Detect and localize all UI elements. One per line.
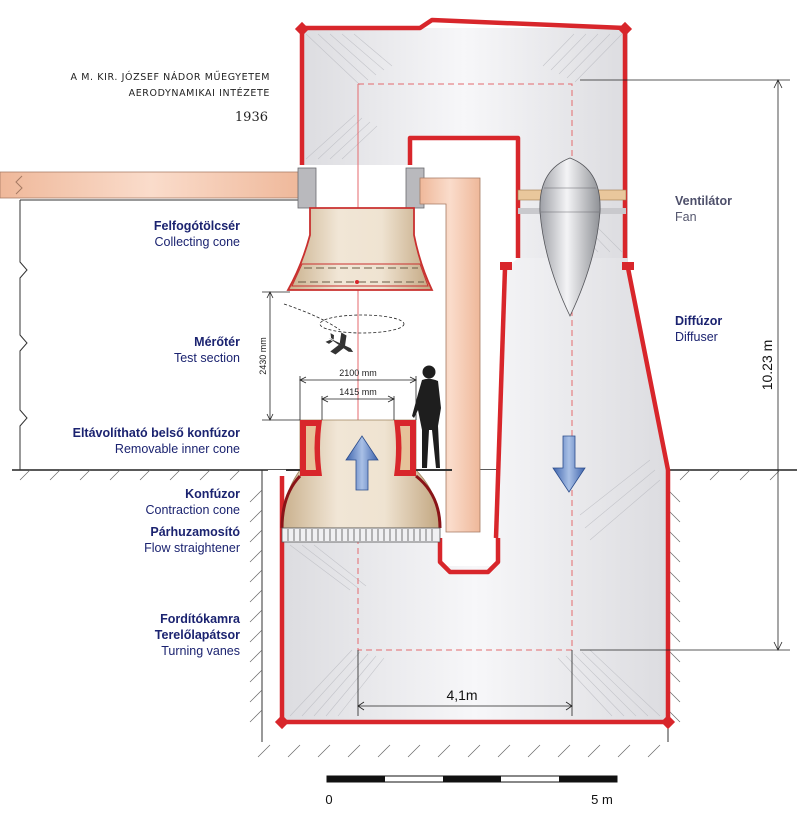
dim-test-height: 2430 mm xyxy=(258,337,268,375)
test-section xyxy=(283,303,405,355)
label-straightener-en: Flow straightener xyxy=(144,541,240,555)
label-collecting-cone-en: Collecting cone xyxy=(155,235,241,249)
left-building xyxy=(19,199,300,470)
dim-outer-diameter: 2100 mm xyxy=(339,368,377,378)
label-diffuser-en: Diffuser xyxy=(675,330,718,344)
bypass-pipe xyxy=(419,177,481,533)
label-collecting-cone-hu: Felfogótölcsér xyxy=(154,219,240,233)
airplane-icon xyxy=(325,332,354,355)
label-turning-en: Turning vanes xyxy=(161,644,240,658)
fan-hub-icon xyxy=(517,157,627,317)
label-turning-hu-2: Terelőlapátsor xyxy=(155,628,240,642)
label-removable-cone-en: Removable inner cone xyxy=(115,442,240,456)
dim-inner-diameter: 1415 mm xyxy=(339,387,377,397)
dimension-labels: 10.23 m 2430 mm 2100 mm 1415 mm 4,1m xyxy=(258,337,775,703)
person-silhouette-icon xyxy=(412,365,441,468)
label-test-section-en: Test section xyxy=(174,351,240,365)
label-straightener-hu: Párhuzamosító xyxy=(150,525,240,539)
ground-hatching xyxy=(19,469,781,758)
component-labels-right: Ventilátor Fan Diffúzor Diffuser xyxy=(675,194,732,344)
label-diffuser-hu: Diffúzor xyxy=(675,314,722,328)
collecting-cone xyxy=(286,167,434,291)
label-fan-hu: Ventilátor xyxy=(675,194,732,208)
wall-flanges xyxy=(274,21,676,730)
dim-total-height: 10.23 m xyxy=(759,340,775,391)
label-contraction-en: Contraction cone xyxy=(145,503,240,517)
header-year: 1936 xyxy=(235,110,268,125)
component-labels-left: Felfogótölcsér Collecting cone Mérőtér T… xyxy=(73,219,241,658)
straightener-cells xyxy=(287,529,433,541)
header-line-2: AERODYNAMIKAI INTÉZETE xyxy=(129,87,270,99)
dim-bottom-width: 4,1m xyxy=(446,687,477,703)
inlet-pipe xyxy=(0,171,303,199)
header-line-1: A M. KIR. JÓZSEF NÁDOR MŰEGYETEM xyxy=(71,71,270,83)
flow-up-arrow-icon xyxy=(345,435,379,491)
dimension-lines xyxy=(262,79,790,716)
flow-down-arrow-icon xyxy=(552,435,586,493)
scale-end: 5 m xyxy=(591,792,613,807)
label-contraction-hu: Konfúzor xyxy=(185,487,240,501)
institute-header: A M. KIR. JÓZSEF NÁDOR MŰEGYETEM AERODYN… xyxy=(71,71,270,125)
scale-bar: 0 5 m xyxy=(325,775,618,807)
label-fan-en: Fan xyxy=(675,210,697,224)
label-turning-hu-1: Fordítókamra xyxy=(160,612,241,626)
label-removable-cone-hu: Eltávolítható belső konfúzor xyxy=(73,426,241,440)
scale-start: 0 xyxy=(325,792,332,807)
label-test-section-hu: Mérőtér xyxy=(194,335,240,349)
